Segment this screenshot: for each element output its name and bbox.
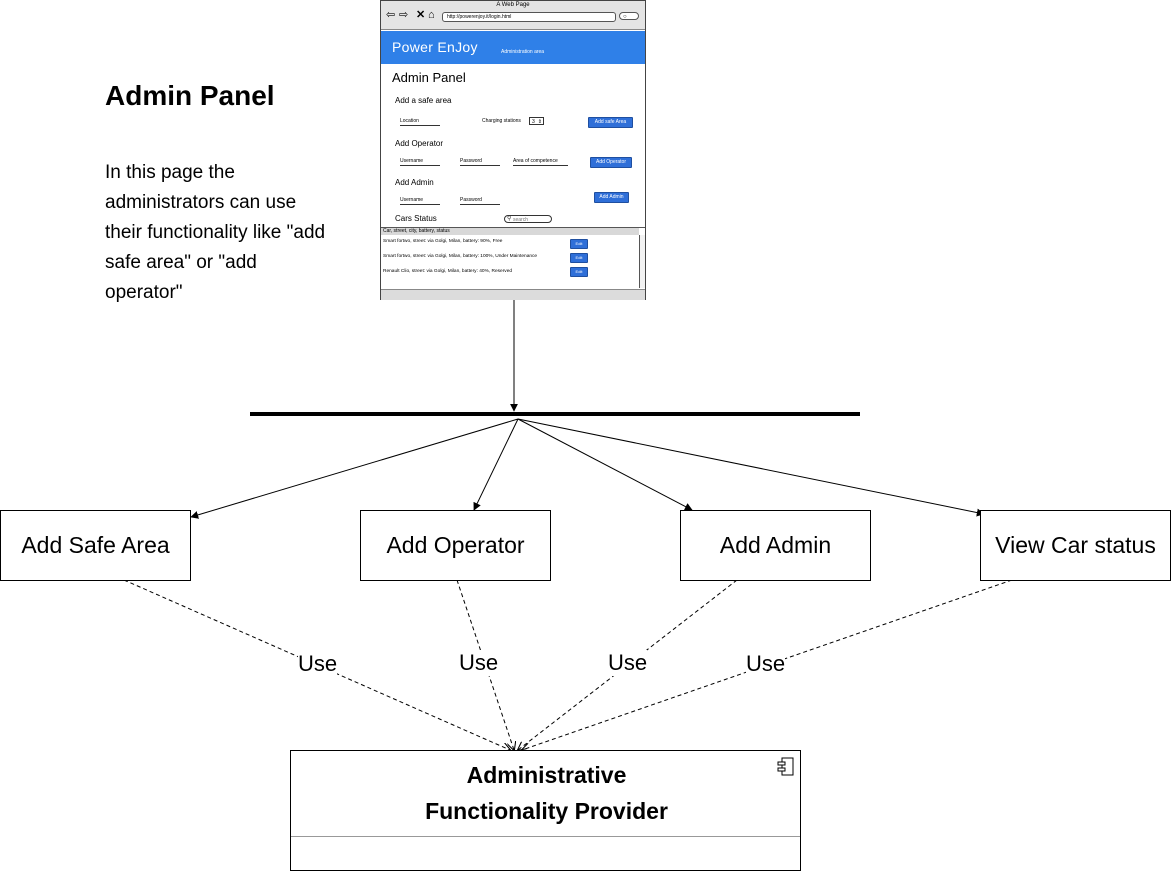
location-field[interactable]: Location xyxy=(400,118,440,126)
use-link-operator xyxy=(456,579,514,750)
brand-name: Power EnJoy xyxy=(392,39,478,55)
back-arrow-icon[interactable]: ⇦ xyxy=(386,9,396,21)
wireframe-titlebar: A Web Page ⇦ ⇨ ✕ ⌂ http://powerenjoy.it/… xyxy=(381,1,645,30)
node-view-car-status: View Car status xyxy=(980,510,1171,581)
arrow-to-view-car-status xyxy=(517,418,985,517)
wireframe-statusbar xyxy=(381,289,645,300)
add-operator-button[interactable]: Add Operator xyxy=(590,157,632,168)
section-title-safe-area: Add a safe area xyxy=(395,96,452,105)
arrow-to-add-safe-area xyxy=(190,418,519,519)
component-name: Administrative Functionality Provider xyxy=(291,757,802,829)
add-admin-button[interactable]: Add Admin xyxy=(594,192,629,203)
edit-button[interactable]: Edit xyxy=(570,253,588,263)
forward-arrow-icon[interactable]: ⇨ xyxy=(399,9,409,21)
brand-subtitle: Administration area xyxy=(501,49,545,55)
admin-username-field[interactable]: Username xyxy=(400,197,440,205)
component-name-line2: Functionality Provider xyxy=(425,798,668,824)
edit-button[interactable]: Edit xyxy=(570,267,588,277)
wireframe-window-title: A Web Page xyxy=(496,2,530,8)
home-icon[interactable]: ⌂ xyxy=(428,9,435,21)
url-input[interactable]: http://powerenjoy.it/login.html xyxy=(442,12,616,22)
node-label: View Car status xyxy=(995,532,1156,558)
admin-password-field[interactable]: Password xyxy=(460,197,500,205)
edit-button[interactable]: Edit xyxy=(570,239,588,249)
node-add-safe-area: Add Safe Area xyxy=(0,510,191,581)
use-label: Use xyxy=(608,650,648,676)
use-link-admin xyxy=(518,579,738,750)
node-label: Add Admin xyxy=(719,532,832,558)
list-scrollbar[interactable] xyxy=(639,235,645,288)
operator-password-field[interactable]: Password xyxy=(460,158,500,166)
section-title-admin: Add Admin xyxy=(395,178,434,187)
search-icon: ⚲ xyxy=(507,216,512,222)
operator-username-field[interactable]: Username xyxy=(400,158,440,166)
page-title: Admin Panel xyxy=(392,70,466,85)
arrow-to-add-admin xyxy=(517,418,693,511)
node-label: Add Safe Area xyxy=(21,532,170,558)
list-item: Smart fortwo, street: via Golgi, Milan, … xyxy=(383,239,503,244)
use-label: Use xyxy=(746,651,786,677)
node-add-operator: Add Operator xyxy=(360,510,551,581)
list-item: Smart fortwo, street: via Golgi, Milan, … xyxy=(383,254,538,259)
area-of-competence-field[interactable]: Area of competence xyxy=(513,158,568,166)
use-label: Use xyxy=(459,650,499,676)
wireframe-header: Power EnJoy Administration area xyxy=(381,31,645,64)
component-name-line1: Administrative xyxy=(466,762,627,788)
cars-list: Car, street, city, battery, status Smart… xyxy=(381,227,645,290)
component-divider xyxy=(291,836,800,837)
arrow-to-add-operator xyxy=(473,418,519,511)
component-administrative-functionality-provider: Administrative Functionality Provider xyxy=(290,750,801,871)
charging-stations-stepper[interactable]: 3⇕ xyxy=(529,117,544,125)
section-title-cars: Cars Status xyxy=(395,214,437,223)
list-item: Renault Clio, street: via Golgi, Milan, … xyxy=(383,269,513,274)
add-safe-area-button[interactable]: Add safe Area xyxy=(588,117,633,128)
section-title-operator: Add Operator xyxy=(395,139,444,148)
use-label: Use xyxy=(298,651,338,677)
charging-stations-label: Charging stations xyxy=(482,118,521,124)
stepper-arrows-icon[interactable]: ⇕ xyxy=(537,119,542,125)
annotation-title: Admin Panel xyxy=(105,80,275,111)
cars-search-input[interactable]: search xyxy=(504,215,552,223)
node-label: Add Operator xyxy=(386,532,525,558)
wireframe-browser: A Web Page ⇦ ⇨ ✕ ⌂ http://powerenjoy.it/… xyxy=(380,0,646,300)
annotation-description: In this page the administrators can use … xyxy=(105,162,326,303)
uml-component-icon xyxy=(777,757,794,776)
charging-stations-value: 3 xyxy=(532,119,535,125)
close-icon[interactable]: ✕ xyxy=(416,9,426,21)
search-icon[interactable]: ○ xyxy=(619,12,639,20)
node-add-admin: Add Admin xyxy=(680,510,871,581)
cars-list-header: Car, street, city, battery, status xyxy=(381,228,639,235)
